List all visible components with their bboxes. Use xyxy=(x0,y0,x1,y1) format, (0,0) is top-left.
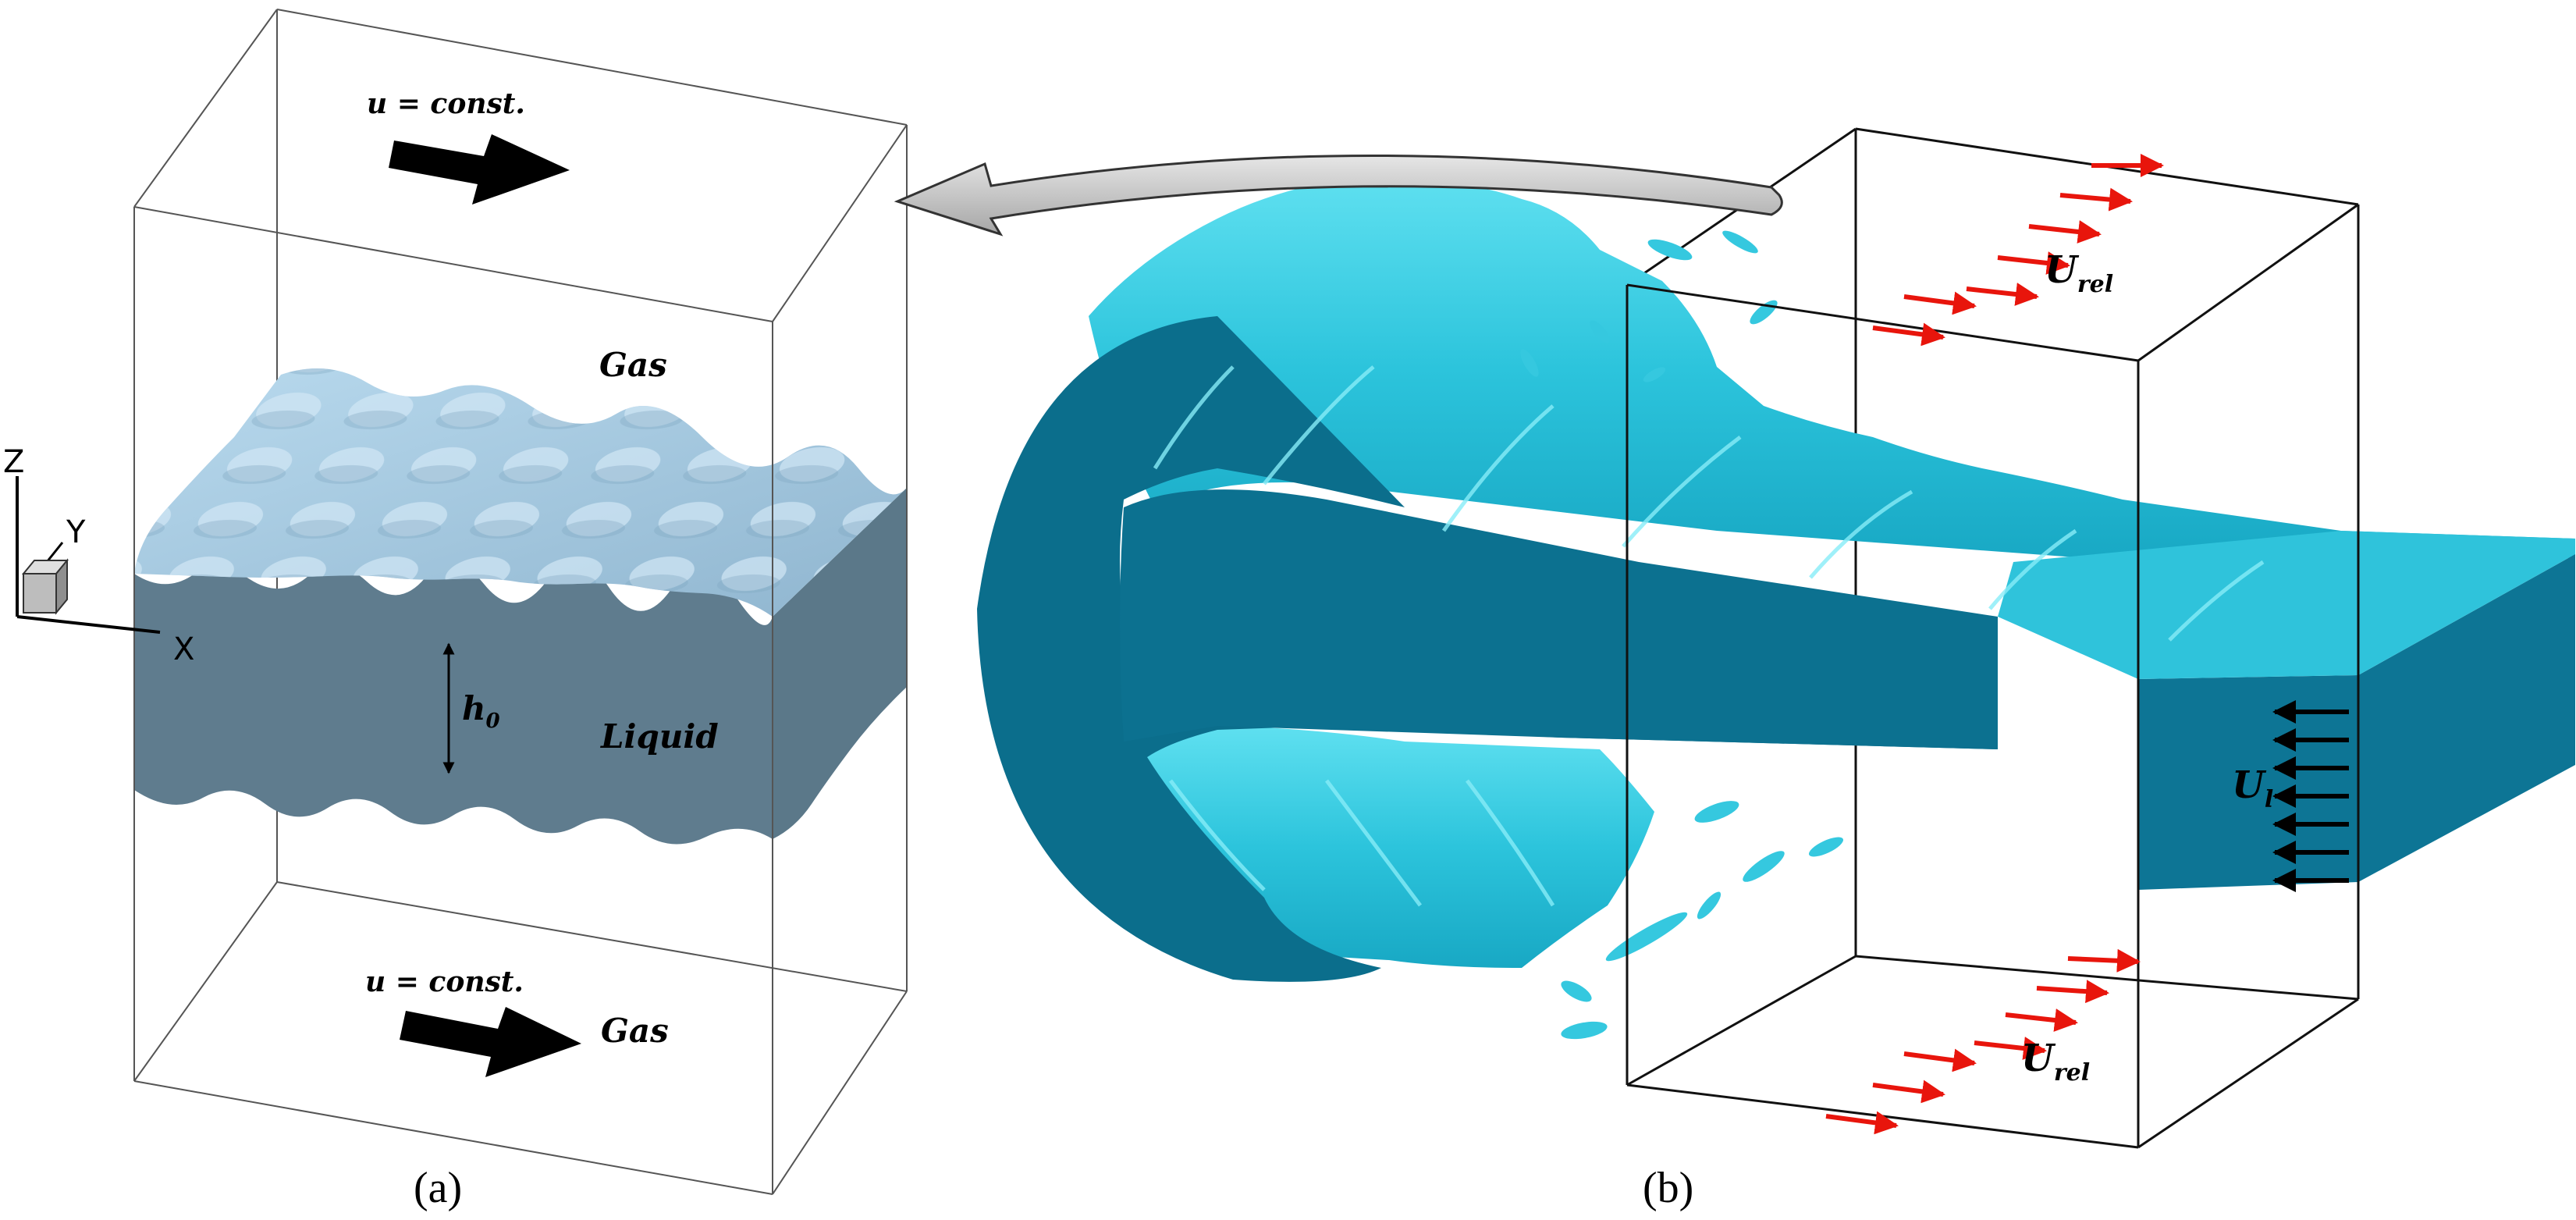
flow-arrow-bottom xyxy=(400,1007,581,1077)
liquid-jet xyxy=(977,176,2575,1040)
liquid-velocity-label: Ul xyxy=(2232,763,2273,813)
liquid-side-face xyxy=(773,488,907,839)
panel-a: u = const. u = const. Gas Gas Liquid h0 … xyxy=(3,9,908,1212)
subdomain-box-front xyxy=(1626,203,2360,1149)
jet-upper-sheet xyxy=(1089,176,2575,562)
jet-cut-section xyxy=(977,316,1998,982)
flow-label-bottom: u = const. xyxy=(365,966,524,998)
liquid-front-face xyxy=(134,562,773,845)
coordinate-axes: Z Y X xyxy=(3,444,194,667)
domain-box-front xyxy=(133,9,908,1195)
rel-velocity-arrows-bottom xyxy=(1825,948,2141,1135)
liquid-layer xyxy=(134,368,907,845)
rel-velocity-label-bottom: Urel xyxy=(2021,1037,2090,1087)
liquid-label: Liquid xyxy=(600,717,719,756)
axes-cube-icon xyxy=(23,573,57,614)
thickness-label: h0 xyxy=(462,689,500,733)
rel-velocity-label-top: Urel xyxy=(2045,248,2113,298)
axis-label-x: X xyxy=(173,631,194,667)
jet-core xyxy=(1120,489,1998,749)
jet-extension-front xyxy=(2358,554,2575,882)
flow-label-top: u = const. xyxy=(367,87,525,120)
gas-label-top: Gas xyxy=(599,346,667,384)
zoom-connector-arrow xyxy=(894,155,1783,237)
caption-a: (a) xyxy=(414,1164,462,1212)
liquid-velocity-arrows xyxy=(2272,700,2349,892)
gas-label-bottom: Gas xyxy=(601,1012,669,1050)
panel-b: Urel Urel Ul (b) xyxy=(894,127,2575,1212)
jet-extension-top xyxy=(1998,531,2575,679)
rel-velocity-arrows-top xyxy=(1872,154,2164,347)
subdomain-box-back xyxy=(1626,127,2359,1087)
caption-b: (b) xyxy=(1643,1164,1693,1212)
flow-arrow-top xyxy=(389,134,570,205)
wave-ripples xyxy=(134,368,907,617)
jet-wave-crests xyxy=(1153,365,2265,907)
axis-label-z: Z xyxy=(3,444,24,480)
axis-label-y: Y xyxy=(66,514,86,550)
jet-extension-side xyxy=(2138,675,2358,890)
